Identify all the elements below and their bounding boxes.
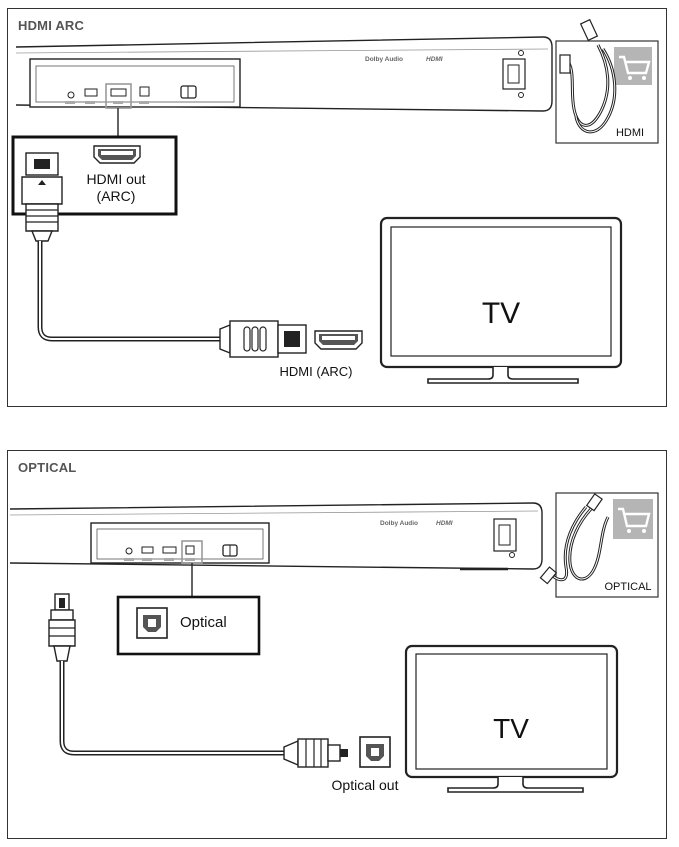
tv-optical-port-icon: [359, 736, 391, 768]
hdmi-cable-coil-icon: [559, 18, 617, 134]
optical-plug-tv-end: [283, 738, 348, 768]
optical-port-icon: [136, 607, 168, 639]
hdmi-logo-text-optical: HDMI: [436, 520, 453, 527]
hdmi-arc-panel: HDMI ARC Dolby Audio HDMI: [7, 8, 667, 407]
soundbar-hdmi: Dolby Audio HDMI: [15, 36, 553, 112]
hdmi-arc-title: HDMI ARC: [18, 18, 85, 33]
hdmi-accessory-label: HDMI: [616, 127, 644, 139]
hdmi-plug-icon: [21, 152, 63, 242]
hdmi-arc-diagram: Dolby Audio HDMI HDMI out (ARC): [11, 18, 659, 384]
hdmi-logo-text: HDMI: [426, 56, 443, 63]
tv-optical: TV: [404, 644, 619, 793]
optical-panel: OPTICAL Dolby Audio HDMI: [7, 450, 667, 839]
tv-hdmi-port-icon: [314, 330, 363, 350]
hdmi-cable: [37, 241, 220, 342]
hdmi-accessory-box: HDMI: [555, 18, 659, 144]
optical-diagram: Dolby Audio HDMI Optical: [9, 492, 659, 793]
optical-title: OPTICAL: [18, 460, 77, 475]
tv-label-hdmi: TV: [482, 297, 520, 330]
hdmi-plug-tv-end: [219, 320, 307, 358]
dolby-logo-text: Dolby Audio: [365, 56, 403, 63]
cart-icon: [614, 47, 652, 85]
tv-label-optical: TV: [493, 713, 529, 744]
hdmi-out-label: HDMI out: [86, 171, 145, 187]
hdmi-arc-sublabel: (ARC): [97, 188, 136, 204]
soundbar-optical: Dolby Audio HDMI: [9, 502, 543, 571]
optical-callout: Optical: [116, 595, 261, 656]
cart-icon-optical: [613, 499, 653, 539]
optical-plug-icon: [48, 593, 76, 662]
optical-cable-coil-icon: [539, 493, 610, 585]
tv-hdmi: TV: [379, 216, 623, 384]
optical-accessory-label: OPTICAL: [604, 581, 651, 593]
optical-callout-label: Optical: [180, 614, 227, 631]
optical-accessory-box: OPTICAL: [539, 492, 659, 598]
optical-out-label: Optical out: [332, 777, 399, 793]
hdmi-port-icon: [93, 145, 141, 164]
optical-cable: [59, 661, 284, 756]
dolby-logo-text-optical: Dolby Audio: [380, 520, 418, 527]
tv-hdmi-arc-label: HDMI (ARC): [280, 364, 353, 379]
